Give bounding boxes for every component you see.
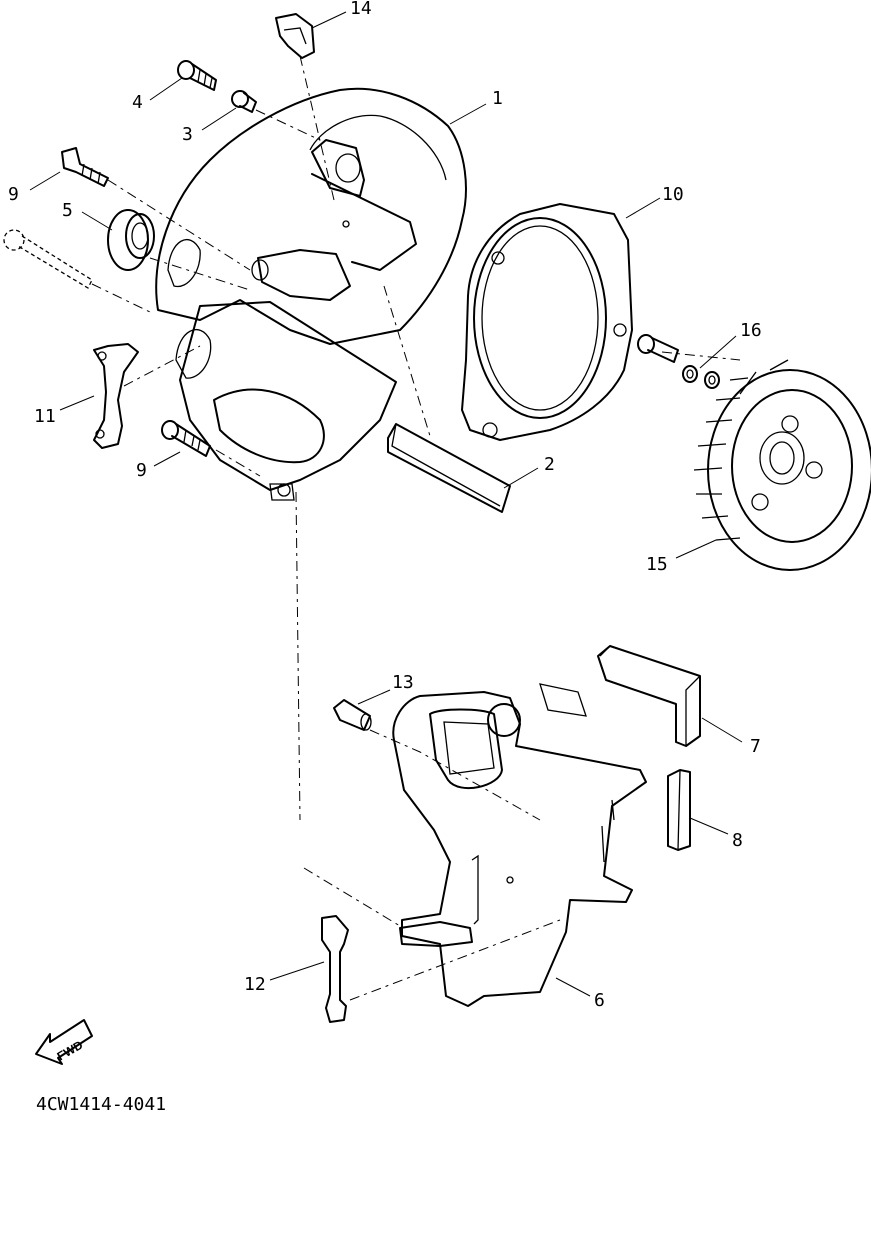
- callout-11: 11: [34, 406, 56, 427]
- callout-13: 13: [392, 672, 414, 693]
- callout-6: 6: [594, 990, 605, 1011]
- part-9-bolt-lower: [161, 420, 211, 457]
- part-6-duct-cover: [392, 683, 647, 1007]
- part-13-plug: [333, 699, 372, 731]
- part-9-bolt-upper: [61, 147, 109, 187]
- callout-12: 12: [244, 974, 266, 995]
- callout-3: 3: [182, 124, 193, 145]
- part-12-bracket: [321, 915, 349, 1023]
- callout-8: 8: [732, 830, 743, 851]
- callout-2: 2: [544, 454, 555, 475]
- callout-9-lower: 9: [136, 460, 147, 481]
- callout-9-upper: 9: [8, 184, 19, 205]
- part-11-bracket: [93, 343, 139, 449]
- callout-4: 4: [132, 92, 143, 113]
- callout-10: 10: [662, 184, 684, 205]
- fwd-arrow-icon: FWD: [35, 1019, 93, 1065]
- part-1-fan-shroud: [155, 87, 467, 501]
- callout-numbers: 14 4 3 1 9 5 10 16 11 9 2 15 13 7 8 12 6: [8, 0, 762, 1011]
- part-16-bolt-washers: [637, 334, 720, 389]
- fwd-label: FWD: [55, 1038, 86, 1064]
- part-7-foam-block: [597, 645, 701, 747]
- callout-14: 14: [350, 0, 372, 19]
- part-8-foam-strip: [667, 769, 691, 851]
- part-4-bolt: [177, 60, 217, 91]
- part-3-grommet: [231, 90, 257, 113]
- part-10-plate: [461, 203, 633, 441]
- callout-15: 15: [646, 554, 668, 575]
- part-14-clip: [275, 13, 315, 59]
- part-5-seal: [107, 209, 155, 271]
- long-bolt: [3, 229, 93, 289]
- callout-16: 16: [740, 320, 762, 341]
- drawing-code: 4CW1414-4041: [36, 1094, 167, 1115]
- callout-5: 5: [62, 200, 73, 221]
- callout-7: 7: [750, 736, 761, 757]
- alignment-lines: [91, 55, 741, 1001]
- leader-lines: [29, 11, 743, 997]
- callout-1: 1: [492, 88, 503, 109]
- part-15-flywheel: [693, 359, 871, 571]
- part-2-foam-strip: [387, 423, 511, 513]
